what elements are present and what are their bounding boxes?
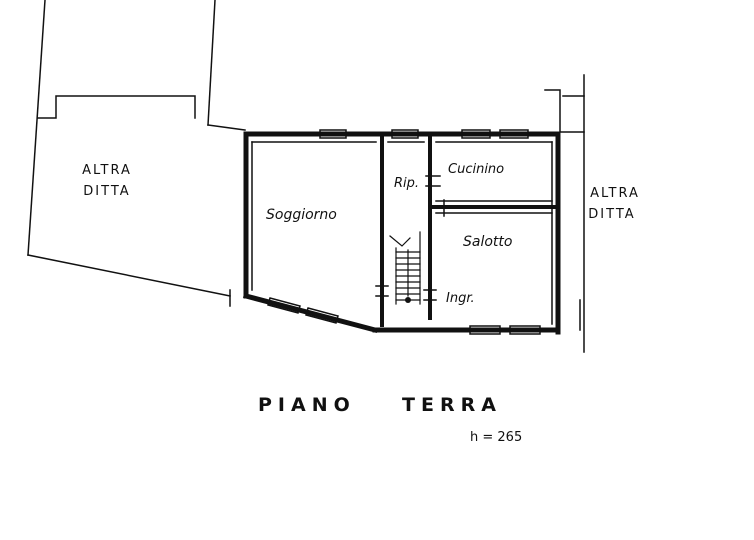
room-label-soggiorno: Soggiorno bbox=[266, 207, 337, 223]
altra-ditta-left-line2: DITTA bbox=[83, 184, 130, 199]
neighbor-outline-left bbox=[27, 0, 246, 297]
wall-inner-faces bbox=[251, 141, 553, 325]
exterior-walls bbox=[242, 131, 561, 335]
altra-ditta-left-line1: ALTRA bbox=[82, 163, 132, 178]
height-note: h = 265 bbox=[470, 430, 522, 445]
room-label-ripostiglio: Rip. bbox=[394, 176, 419, 191]
windows-bottom bbox=[267, 297, 541, 335]
room-label-cucinino: Cucinino bbox=[448, 162, 504, 177]
interior-walls bbox=[380, 132, 560, 327]
stair-arrow-dot bbox=[405, 297, 411, 303]
room-label-ingresso: Ingr. bbox=[446, 291, 475, 306]
staircase bbox=[389, 231, 421, 305]
windows-top bbox=[319, 129, 529, 139]
neighbor-outline-right bbox=[544, 74, 585, 353]
plan-title-left: PIANO bbox=[258, 394, 356, 416]
plan-title-right: TERRA bbox=[402, 394, 502, 416]
room-label-salotto: Salotto bbox=[463, 234, 512, 250]
altra-ditta-right-line1: ALTRA bbox=[590, 186, 640, 201]
door-marks bbox=[229, 175, 581, 331]
altra-ditta-right-line2: DITTA bbox=[588, 207, 635, 222]
